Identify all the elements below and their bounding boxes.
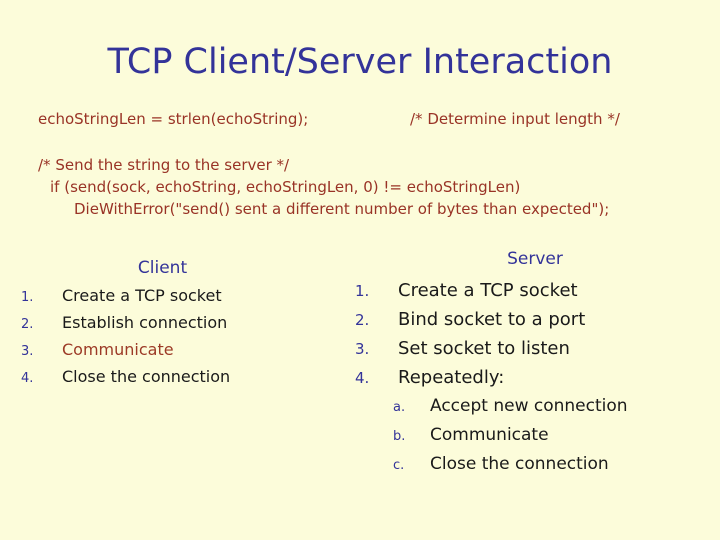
server-step-4-number: 4. <box>355 369 370 387</box>
server-substep-b: b. Communicate <box>0 421 720 450</box>
client-step-2-number: 2. <box>21 317 34 332</box>
server-substeps-list: a. Accept new connection b. Communicate c.… <box>0 392 720 479</box>
server-steps-list: 1. Create a TCP socket 2. Bind socket to a… <box>0 276 720 392</box>
server-substep-b-letter: b. <box>393 429 406 444</box>
client-step-3-number: 3. <box>21 344 34 359</box>
server-step-3: 3. Set socket to listen <box>0 334 720 363</box>
server-step-2-label: Bind socket to a port <box>398 309 586 330</box>
client-step-4: 4. Close the connection <box>0 363 360 390</box>
server-substep-a: a. Accept new connection <box>0 392 720 421</box>
server-step-4-label: Repeatedly: <box>398 367 505 388</box>
server-step-1: 1. Create a TCP socket <box>0 276 720 305</box>
server-step-3-number: 3. <box>355 340 370 358</box>
client-step-3: 3. Communicate <box>0 336 360 363</box>
client-step-2: 2. Establish connection <box>0 309 360 336</box>
code-statement: echoStringLen = strlen(echoString); <box>38 110 309 128</box>
client-step-1-label: Create a TCP socket <box>62 286 222 305</box>
code-if-send: if (send(sock, echoString, echoStringLen… <box>50 178 521 196</box>
server-step-2: 2. Bind socket to a port <box>0 305 720 334</box>
server-substep-c-label: Close the connection <box>430 454 609 474</box>
client-step-4-number: 4. <box>21 371 34 386</box>
client-section-heading: Client <box>137 258 188 278</box>
client-step-3-label: Communicate <box>62 340 174 359</box>
client-step-4-label: Close the connection <box>62 367 231 386</box>
server-substep-a-label: Accept new connection <box>430 396 628 416</box>
server-substep-c: c. Close the connection <box>0 450 720 479</box>
server-substep-a-letter: a. <box>393 400 406 415</box>
code-comment-send-string: /* Send the string to the server */ <box>38 156 290 174</box>
server-substep-c-letter: c. <box>393 458 405 473</box>
server-step-3-label: Set socket to listen <box>398 338 570 359</box>
client-steps-list: 1. Create a TCP socket 2. Establish connec… <box>0 282 360 390</box>
client-step-2-label: Establish connection <box>62 313 228 332</box>
client-step-1: 1. Create a TCP socket <box>0 282 360 309</box>
client-step-1-number: 1. <box>21 290 34 305</box>
server-step-1-label: Create a TCP socket <box>398 280 578 301</box>
server-step-4: 4. Repeatedly: <box>0 363 720 392</box>
slide-title: TCP Client/Server Interaction <box>107 42 613 82</box>
code-diewitherror: DieWithError("send() sent a different nu… <box>74 200 610 218</box>
server-section-heading: Server <box>507 249 563 269</box>
server-substep-b-label: Communicate <box>430 425 549 445</box>
server-step-2-number: 2. <box>355 311 370 329</box>
server-step-1-number: 1. <box>355 282 370 300</box>
code-comment-determine-length: /* Determine input length */ <box>410 110 620 128</box>
